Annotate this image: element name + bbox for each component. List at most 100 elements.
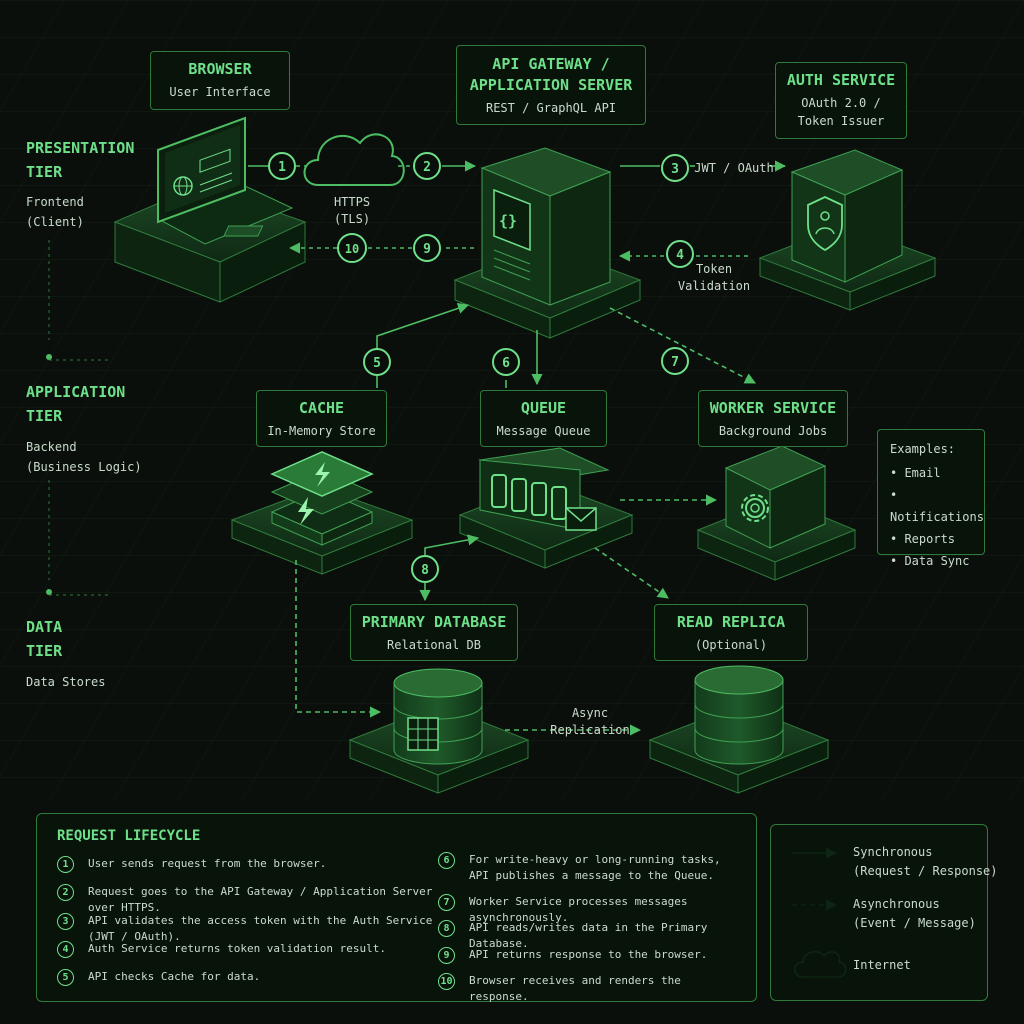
- api-title-line2: APPLICATION SERVER: [469, 76, 633, 94]
- lifecycle-step: 8 API reads/writes data in the Primary D…: [438, 920, 743, 952]
- examples-item: Notifications: [890, 484, 984, 528]
- lifecycle-step: 3 API validates the access token with th…: [57, 913, 452, 945]
- request-lifecycle-panel: REQUEST LIFECYCLE 1 User sends request f…: [36, 813, 757, 1005]
- legend-async-line2: (Event / Message): [853, 916, 976, 930]
- token-validation-label: Token Validation: [676, 261, 752, 295]
- examples-list: Email Notifications Reports Data Sync: [890, 462, 984, 572]
- lightning-stack-icon: [230, 451, 414, 575]
- legend-panel: [770, 824, 988, 1001]
- database-grid-icon: [348, 668, 530, 794]
- primary-db-title: PRIMARY DATABASE: [361, 613, 507, 631]
- lifecycle-step-number: 3: [57, 913, 74, 930]
- queue-envelope-icon: [458, 447, 634, 569]
- token-validation-line1: Token: [695, 262, 733, 276]
- step-marker-3-label: 3: [671, 162, 679, 177]
- lifecycle-step-number: 2: [57, 884, 74, 901]
- lifecycle-step-number: 6: [438, 852, 455, 869]
- examples-box: Examples: Email Notifications Reports Da…: [877, 429, 985, 568]
- step-markers: 1 2 3 4 5 6 7 8 9 10: [268, 152, 694, 583]
- lifecycle-step-text: Auth Service returns token validation re…: [88, 942, 387, 955]
- tier-presentation-subtitle: Frontend (Client): [26, 192, 186, 232]
- browser-label: BROWSER User Interface: [150, 51, 290, 110]
- https-label-line1: HTTPS: [333, 195, 371, 209]
- tier-application-sub-line2: (Business Logic): [26, 460, 142, 474]
- auth-service-label: AUTH SERVICE OAuth 2.0 / Token Issuer: [775, 62, 907, 139]
- tier-data-subtitle: Data Stores: [26, 675, 106, 689]
- examples-heading: Examples:: [890, 442, 956, 456]
- step-marker-1-label: 1: [278, 160, 286, 175]
- lifecycle-step: 10 Browser receives and renders the resp…: [438, 973, 743, 1005]
- lifecycle-step-text: For write-heavy or long-running tasks, A…: [469, 853, 721, 882]
- step-marker-9: 9: [413, 234, 441, 262]
- examples-item: Email: [890, 462, 972, 484]
- step-marker-7: 7: [661, 347, 689, 375]
- step-marker-7-label: 7: [671, 355, 679, 370]
- auth-subtitle-line2: Token Issuer: [797, 114, 885, 128]
- tier-presentation-sub-line2: (Client): [26, 215, 84, 229]
- lifecycle-step-text: API reads/writes data in the Primary Dat…: [469, 921, 708, 950]
- tier-application-subtitle: Backend (Business Logic): [26, 437, 186, 477]
- cache-label: CACHE In-Memory Store: [256, 390, 387, 447]
- step-marker-2: 2: [413, 152, 441, 180]
- read-replica-subtitle: (Optional): [694, 638, 768, 652]
- read-replica-title: READ REPLICA: [676, 613, 786, 631]
- cloud-icon: [303, 133, 405, 186]
- step-marker-3: 3: [661, 154, 689, 182]
- tier-data-title-line2: TIER: [26, 642, 63, 660]
- step-marker-9-label: 9: [423, 242, 431, 257]
- lifecycle-step-number: 10: [438, 973, 455, 990]
- lifecycle-step-number: 1: [57, 856, 74, 873]
- tier-application-title: APPLICATION TIER: [26, 380, 186, 428]
- auth-title: AUTH SERVICE: [786, 71, 896, 89]
- step-marker-1: 1: [268, 152, 296, 180]
- token-validation-line2: Validation: [677, 279, 751, 293]
- tier-presentation-title-line2: TIER: [26, 163, 63, 181]
- read-replica-label: READ REPLICA (Optional): [654, 604, 808, 661]
- legend-sync-line2: (Request / Response): [853, 864, 998, 878]
- worker-service-label: WORKER SERVICE Background Jobs: [698, 390, 848, 447]
- step-marker-5-label: 5: [373, 356, 381, 371]
- primary-database-label: PRIMARY DATABASE Relational DB: [350, 604, 518, 661]
- auth-subtitle-line1: OAuth 2.0 /: [801, 96, 881, 110]
- lifecycle-step: 4 Auth Service returns token validation …: [57, 941, 437, 958]
- tier-separator: [46, 240, 110, 596]
- api-subtitle: REST / GraphQL API: [485, 101, 617, 115]
- examples-item: Reports: [890, 528, 972, 550]
- api-title-line1: API GATEWAY /: [492, 55, 610, 73]
- step-marker-8: 8: [411, 555, 439, 583]
- laptop-globe-icon: [113, 116, 307, 303]
- lifecycle-step: 2 Request goes to the API Gateway / Appl…: [57, 884, 437, 916]
- step-marker-5: 5: [363, 348, 391, 376]
- jwt-label: JWT / OAuth: [694, 161, 774, 175]
- legend-sync-line1: Synchronous: [853, 845, 933, 859]
- svg-text:{}: {}: [499, 212, 517, 230]
- lifecycle-step: 1 User sends request from the browser.: [57, 856, 437, 873]
- step-marker-2-label: 2: [423, 160, 431, 175]
- tier-presentation-title: PRESENTATION TIER: [26, 136, 186, 184]
- lifecycle-step-text: User sends request from the browser.: [88, 857, 327, 870]
- queue-title: QUEUE: [520, 399, 567, 417]
- browser-title: BROWSER: [188, 60, 252, 78]
- tier-application-title-line1: APPLICATION: [26, 383, 126, 401]
- worker-subtitle: Background Jobs: [718, 424, 828, 438]
- legend-internet: Internet: [853, 958, 911, 972]
- lifecycle-step-number: 7: [438, 894, 455, 911]
- lifecycle-step-text: API checks Cache for data.: [88, 970, 261, 983]
- step-marker-6: 6: [492, 348, 520, 376]
- lifecycle-step-text: Worker Service processes messages asynch…: [469, 895, 688, 924]
- tier-application-title-line2: TIER: [26, 407, 63, 425]
- legend-async-line1: Asynchronous: [853, 897, 940, 911]
- lifecycle-step-number: 5: [57, 969, 74, 986]
- lifecycle-step-text: Browser receives and renders the respons…: [469, 974, 681, 1003]
- lifecycle-step: 7 Worker Service processes messages asyn…: [438, 894, 743, 926]
- connector-lines: [248, 160, 787, 736]
- examples-item: Data Sync: [890, 550, 972, 572]
- tier-application-sub-line1: Backend: [26, 440, 77, 454]
- lifecycle-step: 5 API checks Cache for data.: [57, 969, 437, 986]
- https-label-line2: (TLS): [333, 212, 371, 226]
- async-replication-label: Async Replication: [550, 706, 630, 737]
- https-label: HTTPS (TLS): [322, 194, 382, 228]
- lifecycle-step-number: 4: [57, 941, 74, 958]
- cache-subtitle: In-Memory Store: [267, 424, 376, 438]
